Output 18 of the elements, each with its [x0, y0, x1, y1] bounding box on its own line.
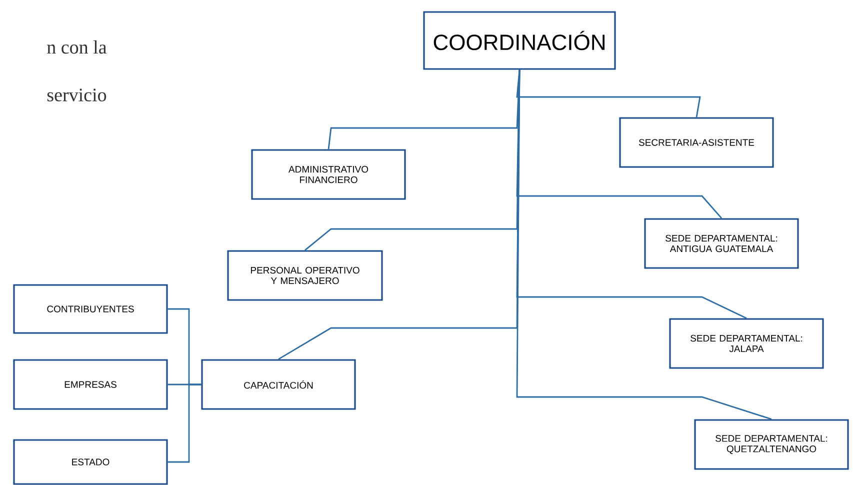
org-box: CAPACITACIÓN [201, 359, 356, 410]
org-box: SEDE DEPARTAMENTAL: QUETZALTENANGO [694, 419, 849, 470]
text-fragment: servicio [47, 88, 106, 102]
org-box: PERSONAL OPERATIVO Y MENSAJERO [227, 250, 383, 301]
org-box: SEDE DEPARTAMENTAL: JALAPA [669, 318, 824, 369]
org-box: SEDE DEPARTAMENTAL: ANTIGUA GUATEMALA [644, 218, 799, 269]
connector-line [328, 70, 520, 150]
connector-line [516, 70, 701, 118]
title-box: COORDINACIÓN [423, 11, 616, 70]
text-fragment: n con la [47, 40, 107, 54]
connector-line [516, 70, 722, 219]
org-box: ESTADO [13, 439, 168, 485]
org-box: SECRETARIA-ASISTENTE [619, 117, 774, 168]
org-box: EMPRESAS [13, 359, 168, 410]
connector-line [168, 384, 202, 463]
org-box: ADMINISTRATIVO FINANCIERO [251, 149, 406, 200]
connector-line [516, 70, 772, 420]
org-box: CONTRIBUYENTES [13, 284, 168, 334]
